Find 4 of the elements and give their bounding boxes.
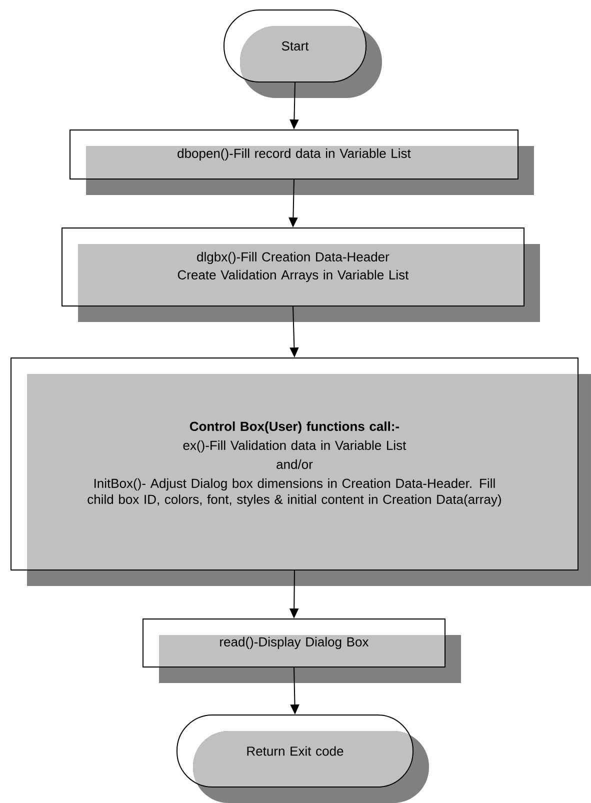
process-box: Control Box(User) functions call:- ex()-Fill Validation data in Variable List and/or InitBox()- Adjust Dialog box dimensions in Creation Data-Header. Fill child box ID, colors, font, styles & initial content in Creation Data(array) xyxy=(10,358,591,586)
process-box: dbopen()-Fill record data in Variable List xyxy=(70,130,534,195)
process-box: dlgbx()-Fill Creation Data-Header Create Validation Arrays in Variable List xyxy=(62,228,540,322)
process-box: read()-Display Dialog Box xyxy=(142,618,461,683)
